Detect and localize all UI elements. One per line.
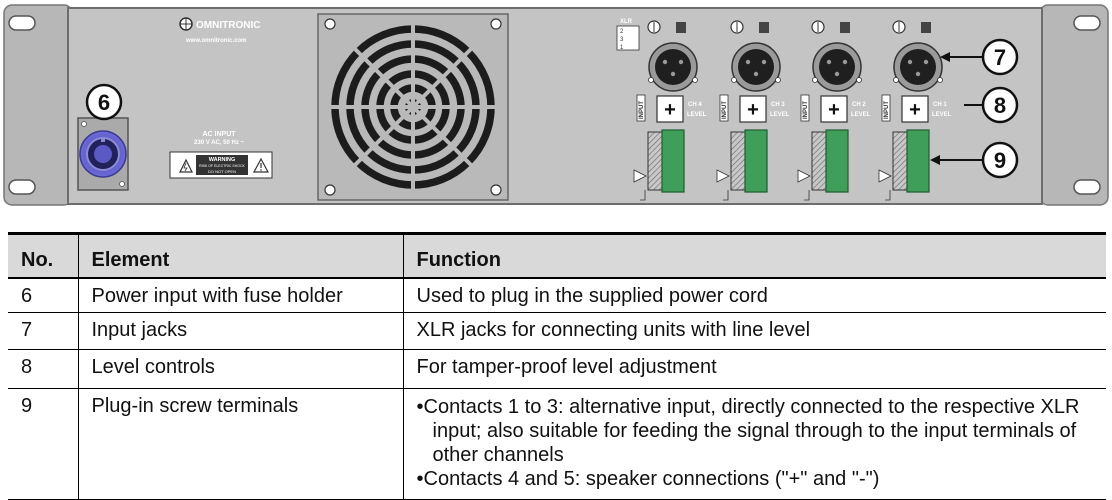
row-number: 7 [8,312,78,350]
cooling-fan [317,13,509,201]
row-function: XLR jacks for connecting units with line… [402,312,1106,350]
row-function: Contacts 1 to 3: alternative input, dire… [402,388,1106,500]
table-row: 9 Plug-in screw terminals Contacts 1 to … [8,388,1106,500]
brand-logo: OMNITRONIC www.omnitronic.com [179,17,260,44]
row-element: Plug-in screw terminals [77,388,403,500]
row-function: For tamper-proof level adjustment [402,349,1106,389]
xlr-latch[interactable] [759,22,769,33]
channel-1: INPUT + CH 1 LEVEL [878,20,952,201]
arrow-left-icon [940,52,950,62]
channel-2: INPUT + CH 2 LEVEL [797,20,871,201]
rack-ear-right [1039,4,1109,206]
channel-label: CH 3 [771,102,785,108]
channel-label: CH 2 [852,102,866,108]
row-function: Used to plug in the supplied power cord [402,278,1106,313]
electric-shock-icon [179,158,193,173]
xlr-pin-1: 1 [620,45,624,51]
xlr-latch[interactable] [921,22,931,33]
level-control[interactable] [901,95,929,123]
row-number: 8 [8,349,78,389]
level-plus-symbol: + [909,99,921,121]
screw-terminal-block[interactable] [661,129,685,193]
xlr-pin-legend: XLR 2 3 1 [616,19,640,51]
power-input-connector[interactable] [77,117,129,191]
exclamation-icon [252,157,270,173]
function-bullet: Contacts 1 to 3: alternative input, dire… [417,395,1094,467]
screw-terminal-block[interactable] [906,129,930,193]
level-plus-symbol: + [747,99,759,121]
table-row: 6 Power input with fuse holder Used to p… [8,278,1106,313]
input-label: INPUT [803,101,809,119]
brand-url: www.omnitronic.com [185,38,246,44]
row-element: Power input with fuse holder [77,278,403,313]
mounting-hole [8,179,36,195]
callout-7: 7 [940,38,1019,76]
callout-9: 9 [930,141,1019,179]
callout-7-number: 7 [994,45,1006,70]
voltage-label: 230 V AC, 50 Hz ~ [194,140,244,146]
input-label: INPUT [639,101,645,119]
level-label: LEVEL [932,112,952,118]
callout-6-number: 6 [98,90,110,115]
xlr-pin-3: 3 [620,37,624,43]
callout-8-number: 8 [994,93,1006,118]
screw-terminal-block[interactable] [744,129,768,193]
function-bullet-list: Contacts 1 to 3: alternative input, dire… [417,395,1094,491]
mounting-hole [1073,179,1101,195]
header-function: Function [402,232,1106,279]
xlr-latch[interactable] [676,22,686,33]
row-element: Input jacks [77,312,403,350]
table-header-row: No. Element Function [8,232,1106,279]
ac-input-label: AC INPUT [202,131,236,138]
callout-9-number: 9 [994,148,1006,173]
channel-label: CH 1 [933,102,947,108]
warning-line2: DO NOT OPEN [208,169,236,174]
screw-terminal-block[interactable] [825,129,849,193]
level-label: LEVEL [687,112,707,118]
mounting-hole [8,15,36,31]
element-function-table: No. Element Function 6 Power input with … [8,232,1106,500]
channel-label: CH 4 [688,102,702,108]
level-control[interactable] [656,95,684,123]
xlr-pin-2: 2 [620,29,624,35]
function-bullet: Contacts 4 and 5: speaker connections ("… [417,467,1094,491]
xlr-label: XLR [620,19,633,25]
row-number: 6 [8,278,78,313]
warning-title: WARNING [209,157,236,163]
xlr-latch[interactable] [840,22,850,33]
level-label: LEVEL [851,112,871,118]
level-plus-symbol: + [664,99,676,121]
table-row: 7 Input jacks XLR jacks for connecting u… [8,312,1106,350]
arrow-left-icon [930,155,940,165]
table-row: 8 Level controls For tamper-proof level … [8,349,1106,389]
mounting-hole [1073,15,1101,31]
row-number: 9 [8,388,78,500]
warning-line1: RISK OF ELECTRIC SHOCK [199,164,245,168]
channel-4: INPUT + CH 4 LEVEL [633,20,707,201]
header-no: No. [8,232,78,279]
brand-name: OMNITRONIC [196,20,260,31]
callout-6: 6 [85,83,123,121]
level-plus-symbol: + [828,99,840,121]
level-control[interactable] [739,95,767,123]
rack-ear-left [3,4,73,206]
channel-3: INPUT + CH 3 LEVEL [716,20,790,201]
level-label: LEVEL [770,112,790,118]
callout-8: 8 [964,86,1019,124]
header-element: Element [77,232,403,279]
rear-panel-diagram: OMNITRONIC www.omnitronic.com AC INPUT 2… [3,4,1109,206]
level-control[interactable] [820,95,848,123]
input-label: INPUT [722,101,728,119]
input-label: INPUT [884,101,890,119]
warning-label: WARNING RISK OF ELECTRIC SHOCK DO NOT OP… [169,151,273,179]
row-element: Level controls [77,349,403,389]
